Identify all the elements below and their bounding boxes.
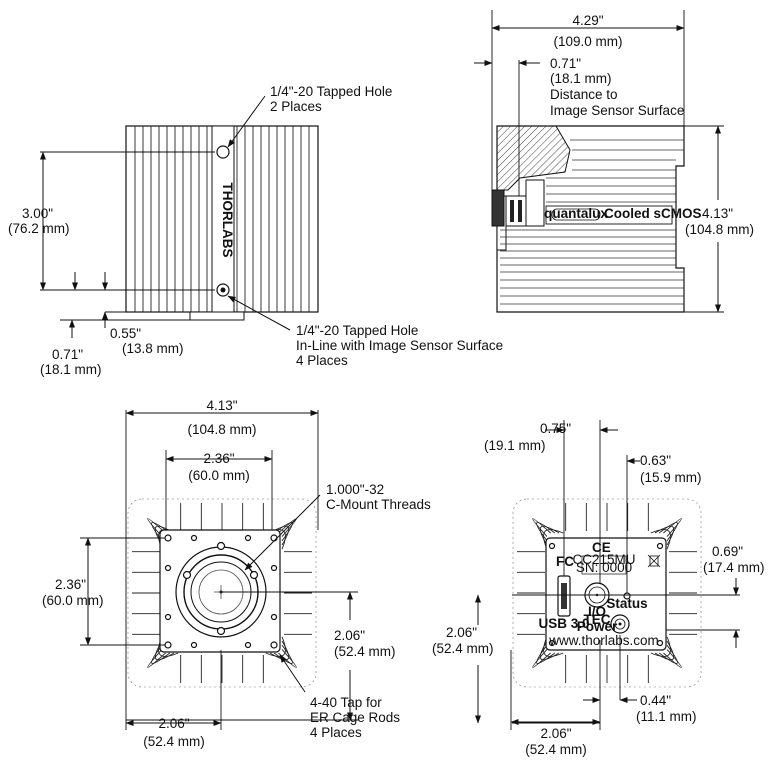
- front-heatsink-fins: [127, 498, 317, 688]
- dim-4-29-mm: (109.0 mm): [553, 34, 622, 49]
- cage-tap-3: [216, 626, 226, 636]
- c-mount-label-2: C-Mount Threads: [326, 497, 431, 512]
- heatsink-fin: [147, 518, 166, 537]
- tapped-hole-bottom-label-2: In-Line with Image Sensor Surface: [296, 338, 503, 353]
- dim-2-06-inch-right: 2.06": [334, 628, 365, 643]
- back-view: FC CE CC215MU SN: 0000 USB 3.0 I/O Statu…: [432, 420, 765, 757]
- tapped-hole-bottom-label-3: 4 Places: [296, 353, 348, 368]
- ce-mark: CE: [592, 540, 611, 555]
- heatsink-fin: [663, 518, 682, 537]
- heatsink-envelope: [512, 498, 702, 688]
- dim-2-06-inch-back-left: 2.06": [446, 625, 477, 640]
- dim-4-13-mm-tr: (104.8 mm): [685, 222, 754, 237]
- model-text: CC215MU: [572, 552, 635, 567]
- side-view: THORLABS 1/4"-20 Tapped Hole 2 Places 3.…: [8, 84, 503, 377]
- dim-0-63-inch: 0.63": [640, 453, 671, 468]
- cage-tap-label-2: ER Cage Rods: [310, 710, 400, 725]
- io-label: I/O: [588, 604, 606, 619]
- dim-4-13-inch-tr: 4.13": [702, 206, 733, 221]
- url-text: www.thorlabs.com: [548, 633, 659, 648]
- dim-0-75-mm: (19.1 mm): [484, 438, 546, 453]
- serial-text: SN: 0000: [576, 560, 632, 575]
- distance-label-2: Image Sensor Surface: [550, 103, 684, 118]
- side-view-fins: [134, 126, 310, 312]
- c-mount-label-1: 1.000"-32: [326, 482, 384, 497]
- front-view: 4.13" (104.8 mm) 2.36" (60.0 mm) 1.000"-…: [42, 398, 431, 749]
- top-right-view: quantalux Cooled sCMOS 4.29" (109.0 mm) …: [474, 10, 754, 313]
- tapped-hole-top-label-1: 1/4"-20 Tapped Hole: [270, 84, 392, 99]
- heatsink-fin: [532, 518, 551, 537]
- tapped-hole-top: [216, 145, 230, 159]
- dim-0-44-mm: (11.1 mm): [636, 709, 697, 724]
- leader-top-hole: [227, 95, 266, 148]
- leader-cage-tap: [279, 654, 306, 693]
- dim-4-13-inch-front: 4.13": [206, 398, 237, 413]
- model-label: [581, 555, 627, 575]
- dim-0-71-mm-tr: (18.1 mm): [550, 71, 612, 86]
- tec-label: TEC: [584, 612, 611, 627]
- power-label: Power: [577, 619, 618, 634]
- dim-0-75-inch: 0.75": [540, 421, 571, 436]
- heatsink-fin: [532, 649, 551, 668]
- dim-0-71-inch-tr: 0.71": [550, 56, 581, 71]
- cage-tap-1: [182, 570, 192, 580]
- heatsink-fin: [650, 636, 671, 657]
- dim-2-06-mm-back-left: (52.4 mm): [432, 641, 494, 656]
- back-heatsink-fins: [512, 498, 702, 688]
- tapped-hole-top-label-2: 2 Places: [270, 99, 322, 114]
- dim-2-06-inch-bottom: 2.06": [158, 716, 189, 731]
- quantalux-badge: [551, 208, 601, 221]
- dim-2-06-inch-back-bottom: 2.06": [540, 726, 571, 741]
- cage-tap-label-3: 4 Places: [310, 725, 362, 740]
- dim-0-71-mm: (18.1 mm): [40, 362, 102, 377]
- leader-bottom-hole: [227, 295, 291, 331]
- quantalux-brand: quantalux: [544, 206, 608, 221]
- waste-bin-icon: [647, 554, 661, 568]
- side-lens-mount: [189, 311, 245, 321]
- dim-2-36-mm-top: (60.0 mm): [188, 468, 250, 483]
- heatsink-envelope: [127, 498, 317, 688]
- dim-4-29-inch: 4.29": [572, 13, 603, 28]
- dim-2-36-inch-left: 2.36": [55, 577, 86, 592]
- dim-2-06-mm-right: (52.4 mm): [334, 644, 396, 659]
- quantalux-type: Cooled sCMOS: [604, 206, 702, 221]
- heatsink-fin: [663, 649, 682, 668]
- dim-0-63-mm: (15.9 mm): [640, 470, 702, 485]
- dim-2-06-mm-bottom: (52.4 mm): [143, 734, 205, 749]
- tapped-hole-bottom-core: [220, 287, 226, 293]
- cage-tap-2: [249, 570, 259, 580]
- dim-0-71-inch: 0.71": [52, 347, 83, 362]
- back-screws: [548, 542, 664, 647]
- cage-tap-label-1: 4-40 Tap for: [310, 695, 382, 710]
- tr-fins: [500, 139, 684, 305]
- dim-0-55-mm: (13.8 mm): [122, 341, 184, 356]
- dim-2-06-mm-back-bottom: (52.4 mm): [525, 742, 587, 757]
- dim-0-55-inch: 0.55": [110, 326, 141, 341]
- dim-3-00-inch: 3.00": [22, 206, 53, 221]
- brand-logo-text: THORLABS: [220, 183, 235, 258]
- dim-2-36-inch-top: 2.36": [203, 451, 234, 466]
- heatsink-fin: [650, 529, 671, 550]
- dim-0-69-inch: 0.69": [712, 544, 743, 559]
- dim-4-13-mm-front: (104.8 mm): [187, 422, 256, 437]
- dim-2-36-mm-left: (60.0 mm): [42, 593, 104, 608]
- dim-0-69-mm: (17.4 mm): [703, 560, 765, 575]
- tapped-hole-bottom-label-1: 1/4"-20 Tapped Hole: [296, 323, 418, 338]
- status-label: Status: [606, 596, 647, 611]
- usb-label: USB 3.0: [538, 616, 589, 631]
- leader-c-mount: [244, 494, 321, 571]
- distance-label-1: Distance to: [550, 87, 618, 102]
- tr-connector-block: [491, 179, 545, 227]
- dim-0-44-inch: 0.44": [640, 693, 671, 708]
- heatsink-fin: [147, 649, 166, 668]
- dim-3-00-mm: (76.2 mm): [8, 221, 70, 236]
- fcc-mark: FC: [556, 554, 574, 569]
